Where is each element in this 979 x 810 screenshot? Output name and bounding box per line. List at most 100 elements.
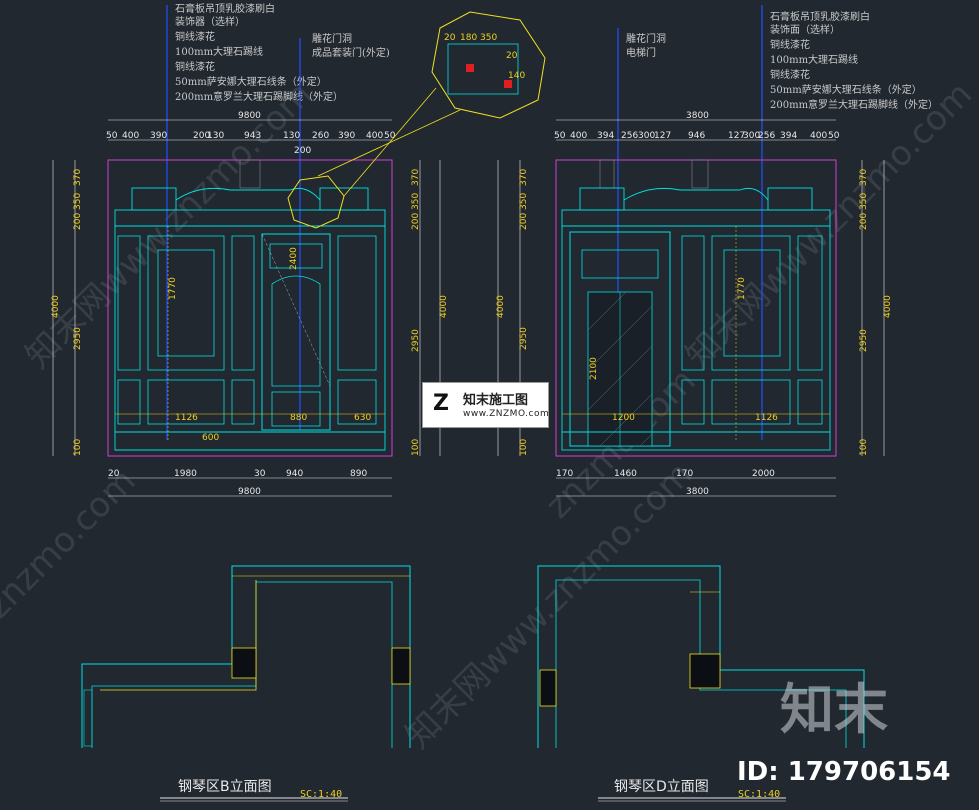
dimension: 940 xyxy=(286,469,303,479)
plan-view-d xyxy=(537,565,865,748)
dimension: 2100 xyxy=(589,357,599,380)
drawing-scale: SC:1:40 xyxy=(300,789,342,800)
dimension: 256 xyxy=(621,131,638,141)
dimension: 200 xyxy=(73,213,83,230)
dimension: 2950 xyxy=(73,327,83,350)
annotation: 100mm大理石踢线 xyxy=(770,53,858,66)
brand-watermark: 知末 xyxy=(780,678,888,741)
dimension: 2400 xyxy=(289,247,299,270)
logo-badge: Z 知末施工图 www.ZNZMO.com xyxy=(422,382,549,428)
dimension: 400 xyxy=(810,131,827,141)
annotation: 成品套装门(外定) xyxy=(312,46,390,59)
annotation: 雕花门洞 xyxy=(312,32,352,45)
dimension-total: 9800 xyxy=(238,487,261,497)
dimension: 4000 xyxy=(439,295,449,318)
znzmo-logo-icon: Z xyxy=(433,391,449,416)
annotation: 50mm萨安娜大理石线条（外定） xyxy=(175,75,327,88)
annotation: 200mm意罗兰大理石踢脚线（外定） xyxy=(770,98,938,111)
drawing-title: 钢琴区D立面图 xyxy=(614,779,709,795)
drawing-scale: SC:1:40 xyxy=(738,789,780,800)
annotation: 装饰器（选样） xyxy=(175,15,245,28)
drawing-title-b: 钢琴区B立面图 SC:1:40 xyxy=(160,779,348,802)
dimension: 1770 xyxy=(737,277,747,300)
dimension: 170 xyxy=(556,469,573,479)
dimension: 20 xyxy=(108,469,120,479)
dimension: 100 xyxy=(519,439,529,456)
elevation-d: 雕花门洞 电梯门 石膏板吊顶乳胶漆刷白 装饰面（选样） 铜线漆花 100mm大理… xyxy=(496,5,938,497)
dimension: 130 xyxy=(283,131,300,141)
dimension: 2950 xyxy=(859,329,869,352)
dimension: 350 xyxy=(480,33,497,43)
dimension: 50 xyxy=(554,131,566,141)
dimension-total: 3800 xyxy=(686,487,709,497)
dimension: 140 xyxy=(508,71,525,81)
watermark-text: 知末网www.znzmo.com xyxy=(18,74,320,376)
dimension: 50 xyxy=(106,131,118,141)
drawing-title: 钢琴区B立面图 xyxy=(178,779,272,795)
annotation: 铜线漆花 xyxy=(175,60,215,73)
watermark-text: 知末网www.znzmo.com xyxy=(678,74,979,376)
dimension: 630 xyxy=(354,413,371,423)
dimension: 130 xyxy=(207,131,224,141)
dimension: 100 xyxy=(73,439,83,456)
dimension-total: 3800 xyxy=(686,111,709,121)
dimension: 20 xyxy=(444,33,456,43)
dimension: 350 xyxy=(519,193,529,210)
dimension: 890 xyxy=(350,469,367,479)
right-height-dims-d: 370 350 200 2950 100 4000 xyxy=(859,169,893,456)
dimension: 1980 xyxy=(174,469,197,479)
dimension: 390 xyxy=(338,131,355,141)
dimension: 127 xyxy=(728,131,745,141)
right-height-dims-b: 370 350 200 2950 100 4000 xyxy=(411,169,449,456)
dimension: 394 xyxy=(780,131,797,141)
asset-id: ID: 179706154 xyxy=(737,757,951,787)
dimension: 200 xyxy=(519,213,529,230)
annotation: 200mm意罗兰大理石踢脚线（外定） xyxy=(175,90,343,103)
dimension: 100 xyxy=(411,439,421,456)
top-dimension-row-d: 50 400 394 256 300 127 946 127 300 256 3… xyxy=(554,131,840,141)
left-height-dims-b: 370 350 200 4000 2950 100 xyxy=(51,169,83,456)
dimension: 2950 xyxy=(519,327,529,350)
watermark-text: znzmo.com xyxy=(0,461,144,626)
plan-view-b xyxy=(81,565,411,748)
dimension: 300 xyxy=(743,131,760,141)
annotation-list-b: 石膏板吊顶乳胶漆刷白 装饰器（选样） 铜线漆花 100mm大理石踢线 铜线漆花 … xyxy=(175,2,343,103)
dimension: 370 xyxy=(859,169,869,186)
dimension: 30 xyxy=(254,469,266,479)
dimension: 1200 xyxy=(612,413,635,423)
left-height-dims-d: 370 350 200 4000 2950 100 xyxy=(496,169,529,456)
logo-url: www.ZNZMO.com xyxy=(463,409,550,419)
annotation: 石膏板吊顶乳胶漆刷白 xyxy=(770,10,870,23)
annotation: 石膏板吊顶乳胶漆刷白 xyxy=(175,2,275,15)
annotation: 50mm萨安娜大理石线条（外定） xyxy=(770,83,922,96)
annotation: 铜线漆花 xyxy=(770,68,810,81)
dimension: 200 xyxy=(859,213,869,230)
dimension: 180 xyxy=(460,33,477,43)
dimension: 127 xyxy=(654,131,671,141)
bottom-dimension-row-b: 20 1980 30 940 890 xyxy=(108,469,367,479)
dimension: 4000 xyxy=(51,295,61,318)
dimension: 943 xyxy=(244,131,261,141)
dimension: 4000 xyxy=(883,295,893,318)
dimension: 390 xyxy=(150,131,167,141)
annotation: 铜线漆花 xyxy=(770,38,810,51)
dimension: 370 xyxy=(73,169,83,186)
dimension: 400 xyxy=(570,131,587,141)
dimension: 20 xyxy=(506,51,518,61)
dimension: 50 xyxy=(828,131,840,141)
dimension: 880 xyxy=(290,413,307,423)
annotation: 100mm大理石踢线 xyxy=(175,45,263,58)
dimension: 300 xyxy=(638,131,655,141)
dimension: 1770 xyxy=(168,277,178,300)
dimension: 1460 xyxy=(614,469,637,479)
dimension: 260 xyxy=(312,131,329,141)
dimension: 100 xyxy=(859,439,869,456)
dimension: 200 xyxy=(411,213,421,230)
dimension: 50 xyxy=(384,131,396,141)
top-dimension-row-b: 50 400 390 200 130 943 130 260 390 400 5… xyxy=(106,131,396,141)
dimension: 2000 xyxy=(752,469,775,479)
dimension-total: 9800 xyxy=(238,111,261,121)
dimension: 350 xyxy=(859,193,869,210)
dimension: 946 xyxy=(688,131,705,141)
